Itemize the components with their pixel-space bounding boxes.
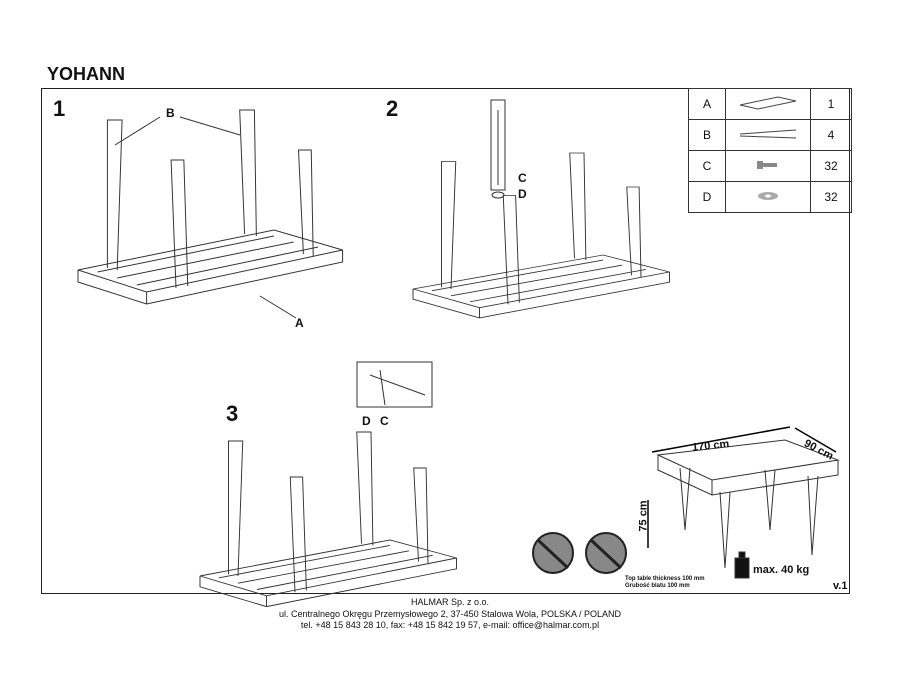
footer-contact: tel. +48 15 843 28 10, fax: +48 15 842 1… bbox=[300, 620, 600, 630]
label-c: C bbox=[518, 171, 527, 185]
label-a: A bbox=[295, 316, 304, 330]
detail-cd-drawing bbox=[356, 361, 433, 408]
step2-drawing bbox=[412, 152, 670, 319]
warning-icons bbox=[532, 532, 627, 574]
washer-icon bbox=[758, 191, 778, 200]
parts-row: C 32 bbox=[688, 150, 852, 182]
thickness-pl: Grubość blatu 100 mm bbox=[625, 583, 690, 589]
step-number-1: 1 bbox=[53, 96, 66, 121]
step-number-2: 2 bbox=[386, 96, 399, 121]
instruction-frame bbox=[41, 88, 850, 594]
label-detail-c: C bbox=[380, 414, 389, 428]
version-label: v.1 bbox=[833, 580, 848, 592]
label-detail-d: D bbox=[362, 414, 371, 428]
screw-icon bbox=[757, 160, 777, 169]
product-title: YOHANN bbox=[47, 64, 126, 84]
part-qty: 32 bbox=[810, 150, 852, 182]
footer-company: HALMAR Sp. z o.o. bbox=[410, 597, 490, 607]
max-load: max. 40 kg bbox=[753, 564, 810, 576]
step3-drawing bbox=[199, 431, 457, 608]
label-b: B bbox=[166, 106, 175, 120]
part-qty: 32 bbox=[810, 181, 852, 213]
leg-icon bbox=[739, 129, 797, 138]
part-letter: C bbox=[688, 150, 726, 182]
step1-drawing bbox=[77, 109, 344, 305]
footer-address: ul. Centralnego Okręgu Przemysłowego 2, … bbox=[278, 608, 621, 619]
leader-lines bbox=[114, 116, 297, 319]
label-d: D bbox=[518, 187, 527, 201]
part-qty: 1 bbox=[810, 88, 852, 120]
part-qty: 4 bbox=[810, 119, 852, 151]
bolt-detail-drawing bbox=[490, 99, 506, 199]
part-letter: B bbox=[688, 119, 726, 151]
part-letter: A bbox=[688, 88, 726, 120]
step-number-3: 3 bbox=[226, 401, 239, 426]
dimension-height: 75 cm bbox=[637, 500, 650, 532]
tabletop-icon bbox=[739, 95, 797, 110]
part-letter: D bbox=[688, 181, 726, 213]
footer: HALMAR Sp. z o.o. ul. Centralnego Okręgu… bbox=[0, 597, 900, 632]
parts-row: D 32 bbox=[688, 181, 852, 213]
thickness-en: Top table thickness 100 mm bbox=[625, 576, 705, 582]
final-table-drawing bbox=[647, 426, 840, 579]
